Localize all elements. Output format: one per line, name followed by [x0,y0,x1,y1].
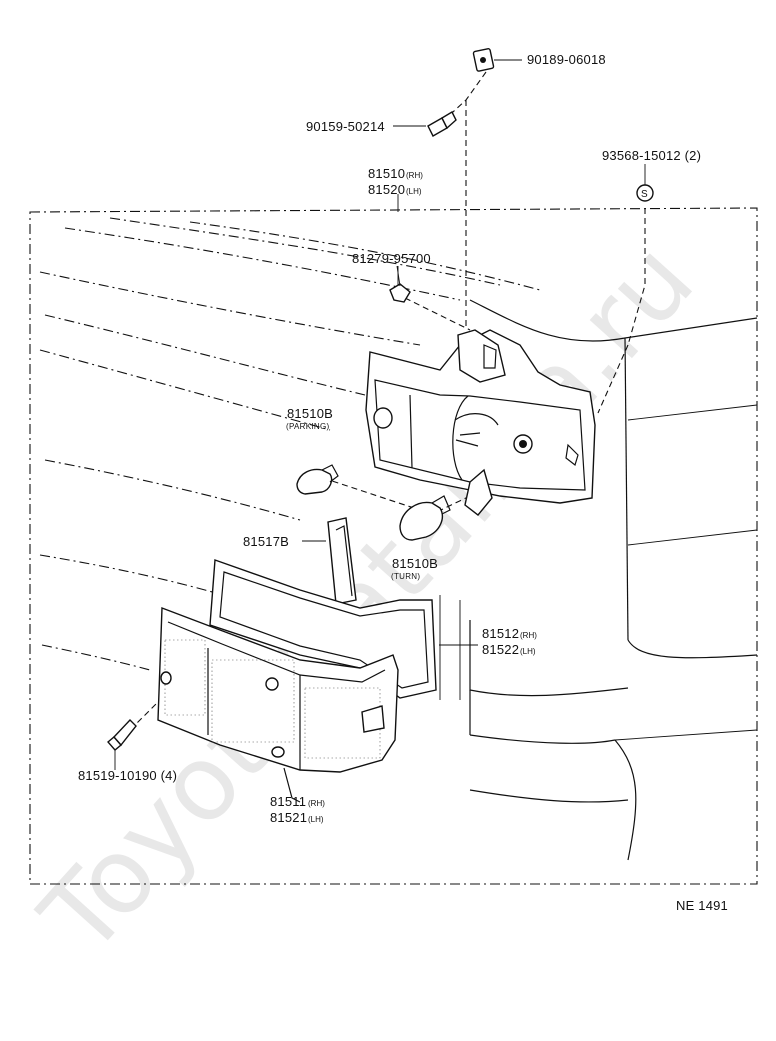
svg-text:90189-06018: 90189-06018 [527,52,606,67]
socket-81517B[interactable] [302,517,357,605]
label-93568-15012: 93568-15012 (2) [602,148,701,163]
svg-text:81510B: 81510B [287,406,333,421]
nut-90189-06018[interactable] [472,48,522,72]
label-90159-50214: 90159-50214 [306,119,385,134]
lens[interactable] [157,606,399,803]
label-81510-81520: 81510 (RH) 81520 (LH) [368,166,423,197]
svg-text:90159-50214: 90159-50214 [306,119,385,134]
svg-text:81511: 81511 [270,794,306,809]
svg-text:81520: 81520 [368,182,405,197]
lamp-housing[interactable] [365,329,596,516]
label-81519-10190: 81519-10190 (4) [78,768,177,783]
screw-93568-15012[interactable]: S [636,164,654,202]
svg-text:81519-10190 (4): 81519-10190 (4) [78,768,177,783]
body-panel [439,299,758,861]
s-mark-icon: S [641,189,648,200]
svg-text:(LH): (LH) [520,647,536,656]
svg-text:93568-15012 (2): 93568-15012 (2) [602,148,701,163]
figure-code: NE 1491 [676,898,728,913]
label-81517B: 81517B [243,534,289,549]
assembly-boundary [29,207,758,885]
svg-text:81510: 81510 [368,166,405,181]
label-81511-81521: 81511 (RH) 81521 (LH) [270,794,325,825]
svg-text:81521: 81521 [270,810,307,825]
svg-text:81517B: 81517B [243,534,289,549]
clip-81279-95700[interactable] [389,265,411,303]
svg-text:(RH): (RH) [308,799,325,808]
label-81279-95700: 81279-95700 [352,251,431,266]
bulb-turn[interactable] [399,495,451,541]
watermark: ToyotaCatalina.ru [17,219,717,977]
svg-text:(RH): (RH) [520,631,537,640]
bolt-90159-50214[interactable] [393,111,457,137]
bulb-parking[interactable] [296,464,339,495]
svg-text:(PARKING): (PARKING) [286,422,329,431]
svg-text:(RH): (RH) [406,171,423,180]
svg-text:81512: 81512 [482,626,519,641]
label-90189-06018: 90189-06018 [527,52,606,67]
lens-screw-81519-10190[interactable] [107,718,137,770]
label-81510B-parking: 81510B (PARKING) [286,406,333,431]
svg-text:(LH): (LH) [308,815,324,824]
svg-text:81279-95700: 81279-95700 [352,251,431,266]
svg-text:81522: 81522 [482,642,519,657]
svg-text:(TURN): (TURN) [391,572,420,581]
svg-text:81510B: 81510B [392,556,438,571]
label-81512-81522: 81512 (RH) 81522 (LH) [482,626,537,657]
svg-text:(LH): (LH) [406,187,422,196]
label-81510B-turn: 81510B (TURN) [391,556,438,581]
